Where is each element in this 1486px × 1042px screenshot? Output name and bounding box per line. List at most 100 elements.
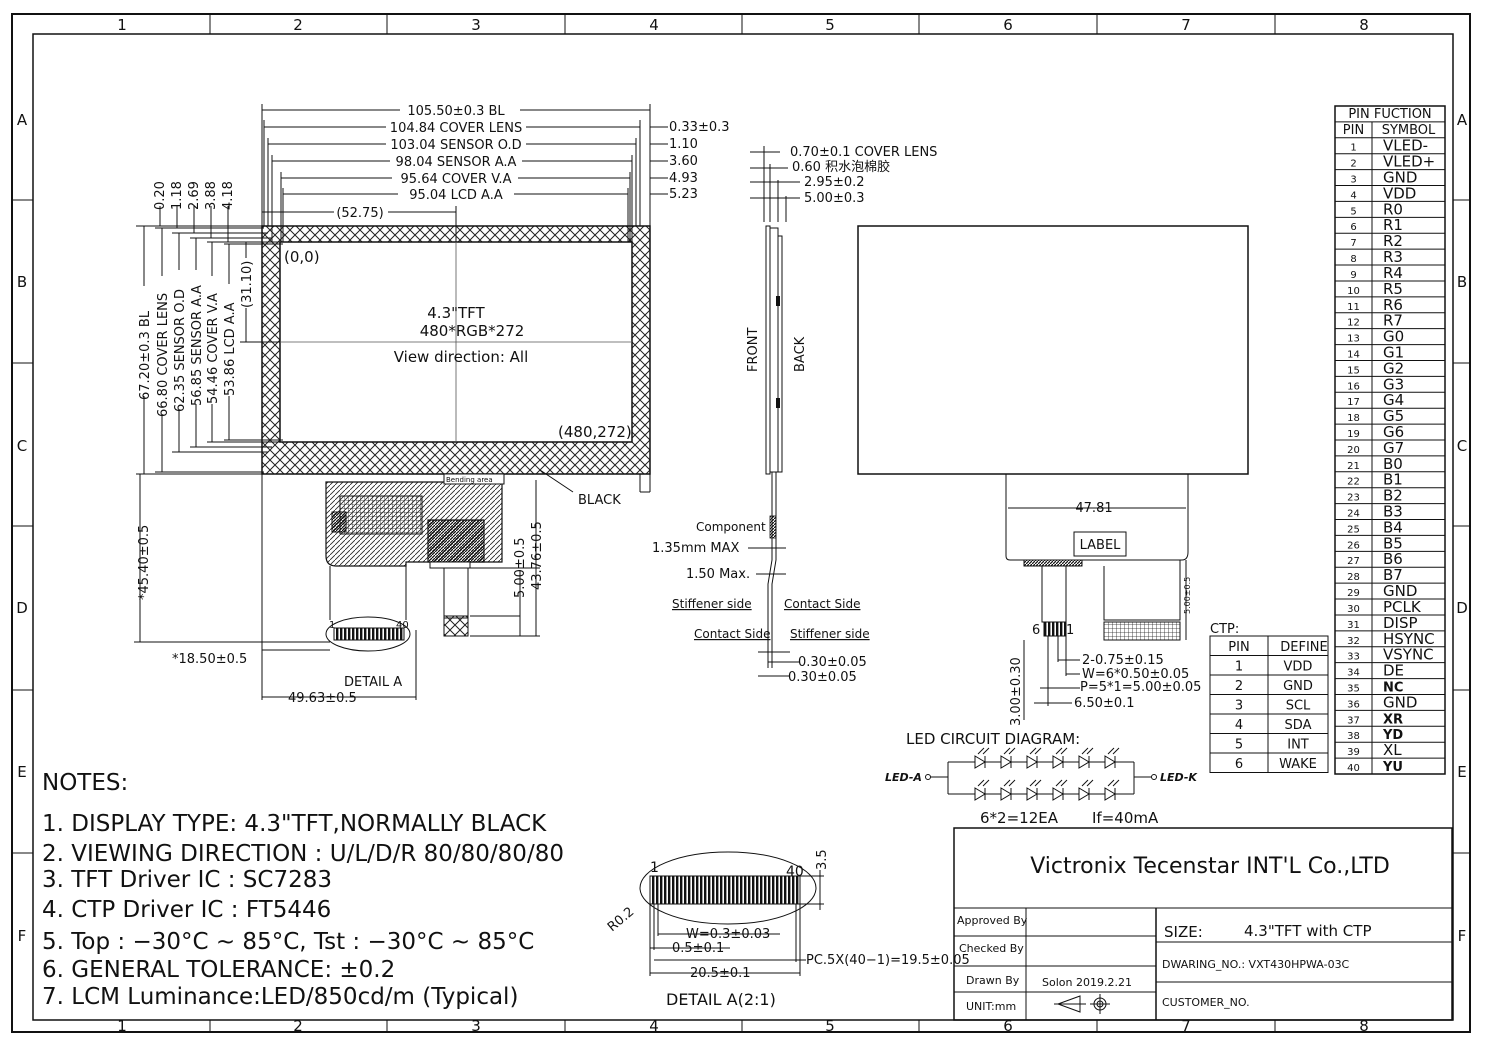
- pin-number-cell: 5: [1350, 206, 1356, 217]
- ctp-title: CTP:: [1210, 622, 1239, 637]
- dim-49-63: 49.63±0.5: [288, 691, 357, 706]
- pin-symbol-cell: B1: [1383, 471, 1403, 489]
- detail-title: DETAIL A(2:1): [666, 990, 776, 1009]
- dim-lcd-aa-width: 95.04 LCD A.A: [409, 188, 503, 203]
- detail-offset: 0.5±0.1: [672, 941, 724, 956]
- dim-small-2: 2.69: [187, 181, 202, 210]
- ctp-define-cell: SCL: [1286, 699, 1311, 714]
- detail-pin-1: 1: [650, 860, 659, 876]
- led-emission: [1060, 747, 1068, 755]
- pin-number-cell: 27: [1347, 556, 1360, 567]
- stiffener-side-2: Stiffener side: [790, 627, 870, 641]
- led-emission: [1112, 779, 1120, 787]
- pin-number-cell: 28: [1347, 572, 1360, 583]
- dim-18-50: *18.50±0.5: [172, 652, 247, 667]
- pin-number-cell: 15: [1347, 365, 1360, 376]
- notes: NOTES: 1. DISPLAY TYPE: 4.3"TFT,NORMALLY…: [42, 770, 564, 1010]
- pin-number-cell: 16: [1347, 381, 1360, 392]
- pin-symbol-cell: DE: [1383, 662, 1404, 680]
- row-label-right: D: [1456, 599, 1468, 617]
- dim-fpc-45: *45.40±0.5: [137, 525, 152, 600]
- pin-symbol-cell: R3: [1383, 248, 1403, 266]
- drawn-value: Solon 2019.2.21: [1042, 976, 1132, 989]
- detail-pitch: PC.5X(40−1)=19.5±0.05: [806, 953, 970, 968]
- pin-symbol-cell: R6: [1383, 296, 1403, 314]
- max-135: 1.35mm MAX: [652, 541, 740, 556]
- dim-sensor-aa-width: 98.04 SENSOR A.A: [396, 155, 517, 170]
- side-dim-1: 0.60 积水泡棉胶: [792, 159, 890, 175]
- ctp-pin-cell: 2: [1235, 679, 1243, 694]
- drawn-by: Drawn By: [966, 974, 1020, 987]
- led-diode: [1104, 787, 1116, 801]
- led-emission: [982, 747, 990, 755]
- pin-number-cell: 25: [1347, 524, 1360, 535]
- led-emission: [1107, 747, 1115, 755]
- dim-cover-va-height: 54.46 COVER V.A: [206, 293, 221, 404]
- dim-right-3: 4.93: [669, 171, 698, 186]
- detail-height: 3.5: [815, 849, 830, 870]
- note-4: 4. CTP Driver IC : FT5446: [42, 897, 331, 923]
- led-circuit: LED CIRCUIT DIAGRAM: LED-A LED-K 6*2=12E…: [885, 730, 1198, 827]
- contact-side-1: Contact Side: [784, 597, 860, 611]
- component-label: Component: [696, 520, 766, 534]
- pin-symbol-cell: GND: [1383, 693, 1417, 711]
- back-dim-3: 6.50±0.1: [1074, 696, 1135, 711]
- led-diode: [1078, 787, 1090, 801]
- ctp-define-cell: VDD: [1284, 660, 1313, 675]
- detail-w: W=0.3±0.03: [686, 927, 770, 942]
- pin-symbol-cell: G1: [1383, 343, 1404, 361]
- front-title-2: 480*RGB*272: [420, 322, 525, 340]
- column-label-top: 6: [1003, 16, 1013, 34]
- pin-number-cell: 6: [1350, 222, 1356, 233]
- pin-number-cell: 24: [1347, 509, 1360, 520]
- column-label-top: 8: [1359, 16, 1369, 34]
- pin-number-cell: 22: [1347, 477, 1360, 488]
- max-150: 1.50 Max.: [686, 567, 750, 582]
- led-emission: [1008, 747, 1016, 755]
- pin-number-cell: 35: [1347, 683, 1360, 694]
- back-dim-0: 2-0.75±0.15: [1082, 653, 1164, 668]
- led-emission: [1003, 779, 1011, 787]
- column-label-top: 1: [117, 16, 127, 34]
- pin-symbol-cell: G4: [1383, 391, 1404, 409]
- pin-number-cell: 17: [1347, 397, 1360, 408]
- pin-table-title: PIN FUCTION: [1348, 107, 1431, 122]
- note-2: 2. VIEWING DIRECTION : U/L/D/R 80/80/80/…: [42, 841, 564, 867]
- pin-symbol-cell: B2: [1383, 487, 1403, 505]
- front-origin: (0,0): [284, 248, 320, 266]
- pin-symbol-cell: VLED+: [1383, 153, 1435, 171]
- pin-header-pin: PIN: [1343, 123, 1364, 138]
- led-diode: [974, 755, 986, 769]
- pin-number-cell: 33: [1347, 652, 1360, 663]
- column-label-bottom: 2: [293, 1017, 303, 1035]
- led-emission: [1008, 779, 1016, 787]
- led-emission: [1055, 747, 1063, 755]
- pin-number-cell: 31: [1347, 620, 1360, 631]
- dim-right-0: 0.33±0.3: [669, 120, 730, 135]
- front-corner: (480,272): [558, 423, 632, 441]
- pin-number-cell: 7: [1350, 238, 1356, 249]
- pin-symbol-cell: R4: [1383, 264, 1403, 282]
- pin-symbol-cell: HSYNC: [1383, 630, 1435, 648]
- pin-number-cell: 40: [1347, 763, 1360, 774]
- dim-cover-lens-height: 66.80 COVER LENS: [156, 293, 171, 417]
- dim-right-1: 1.10: [669, 137, 698, 152]
- front-black-label: BLACK: [578, 493, 621, 508]
- ctp-pin-cell: 6: [1235, 757, 1243, 772]
- pin-symbol-cell: B5: [1383, 534, 1403, 552]
- pin-symbol-cell: NC: [1383, 680, 1403, 695]
- detail-radius: R0.2: [605, 904, 637, 935]
- note-7: 7. LCM Luminance:LED/850cd/m (Typical): [42, 984, 518, 1010]
- contact-side-2: Contact Side: [694, 627, 770, 641]
- column-label-top: 7: [1181, 16, 1191, 34]
- front-label: FRONT: [746, 328, 761, 372]
- checked-by: Checked By: [959, 942, 1024, 955]
- pin-number-cell: 8: [1350, 254, 1356, 265]
- row-label-right: E: [1457, 763, 1466, 781]
- ctp-pin-cell: 3: [1235, 699, 1243, 714]
- pin-symbol-cell: VLED-: [1383, 137, 1428, 155]
- led-emission: [1112, 747, 1120, 755]
- pin-symbol-cell: G7: [1383, 439, 1404, 457]
- row-label-right: B: [1457, 273, 1467, 291]
